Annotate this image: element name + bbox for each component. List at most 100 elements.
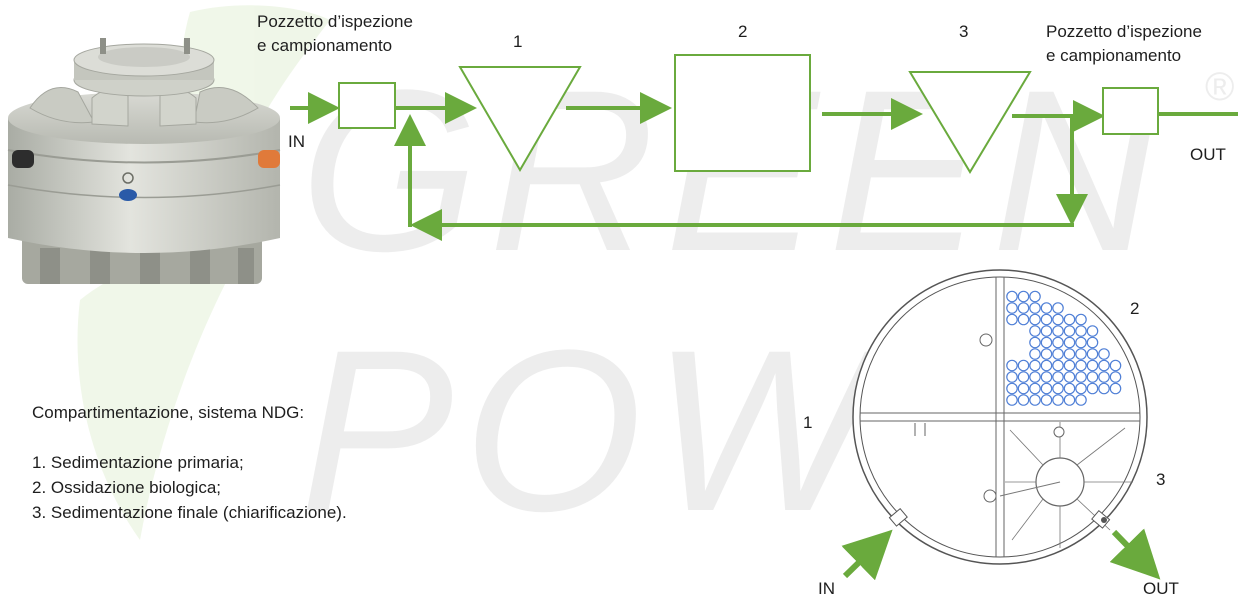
media-carrier — [1029, 325, 1041, 337]
inspection-box-out — [1102, 87, 1159, 135]
media-carrier — [1040, 313, 1053, 326]
media-carrier — [1029, 394, 1041, 406]
tank-plan-label-1: 1 — [803, 413, 812, 432]
media-carrier — [1029, 290, 1041, 303]
media-carrier — [1017, 290, 1030, 303]
media-carrier — [1109, 359, 1122, 372]
media-carrier — [1098, 382, 1110, 395]
media-carrier — [1040, 382, 1053, 395]
media-carrier — [1029, 313, 1041, 326]
media-carrier — [1109, 371, 1122, 383]
inspection-box-in — [338, 82, 396, 129]
media-carrier — [1086, 359, 1099, 372]
media-carrier — [1029, 336, 1041, 349]
media-carrier — [1075, 325, 1087, 337]
tank-plan-media — [1006, 290, 1122, 406]
media-carrier — [1086, 371, 1099, 383]
tank-body — [8, 118, 280, 253]
media-carrier — [1006, 359, 1018, 372]
media-carrier — [1052, 382, 1064, 395]
media-carrier — [1063, 325, 1076, 337]
tank-plan-label-3: 3 — [1156, 470, 1165, 489]
description-item-2: 2. Ossidazione biologica; — [32, 478, 222, 497]
media-carrier — [1075, 394, 1087, 406]
media-carrier — [1040, 348, 1053, 360]
flow-in-label: IN — [288, 132, 305, 151]
flow-diagram — [290, 54, 1238, 241]
media-carrier — [1006, 302, 1018, 314]
stage3-settler — [908, 71, 1032, 174]
media-carrier — [1098, 359, 1110, 372]
flow-stage1-label: 1 — [513, 32, 522, 51]
tank-image — [7, 38, 281, 284]
flow-stage3-label: 3 — [959, 22, 968, 41]
media-carrier — [1052, 359, 1064, 372]
media-carrier — [1075, 359, 1087, 372]
media-carrier — [1052, 325, 1064, 337]
media-carrier — [1075, 336, 1087, 349]
tank-plan — [841, 269, 1161, 581]
media-carrier — [1086, 382, 1099, 395]
media-carrier — [1040, 394, 1053, 406]
media-carrier — [1052, 371, 1064, 383]
tank-inlet-pipe — [12, 150, 34, 168]
media-carrier — [1086, 336, 1099, 349]
media-carrier — [1040, 336, 1053, 349]
inspection-label-out-line2: e campionamento — [1046, 46, 1182, 65]
media-carrier — [1006, 394, 1018, 406]
tank-plan-label-2: 2 — [1130, 299, 1139, 318]
media-carrier — [1006, 382, 1018, 395]
inspection-label-in: Pozzetto d’ispezione e campionamento — [257, 10, 413, 58]
description-block: Compartimentazione, sistema NDG: 1. Sedi… — [32, 400, 347, 525]
watermark-text-power: POW — [300, 302, 888, 559]
inspection-label-in-line2: e campionamento — [257, 36, 393, 55]
media-carrier — [1029, 359, 1041, 372]
tank-plan-inner — [859, 276, 1141, 558]
media-carrier — [1052, 348, 1064, 360]
media-carrier — [1098, 348, 1110, 360]
media-carrier — [1052, 313, 1064, 326]
tank-plan-outlet — [1091, 509, 1111, 529]
media-carrier — [1017, 394, 1030, 406]
media-carrier — [1086, 325, 1099, 337]
stage2-reactor — [674, 54, 811, 172]
media-carrier — [1063, 371, 1076, 383]
media-carrier — [1029, 371, 1041, 383]
media-carrier — [1086, 348, 1099, 360]
media-carrier — [1052, 302, 1064, 314]
media-carrier — [1006, 313, 1018, 326]
tank-outlet-pipe — [258, 150, 280, 168]
media-carrier — [1063, 394, 1076, 406]
inspection-label-out: Pozzetto d’ispezione e campionamento — [1046, 20, 1238, 68]
media-carrier — [1063, 359, 1076, 372]
media-carrier — [1006, 371, 1018, 383]
tank-badge — [119, 189, 137, 201]
media-carrier — [1063, 382, 1076, 395]
media-carrier — [1029, 382, 1041, 395]
media-carrier — [1063, 313, 1076, 326]
media-carrier — [1063, 336, 1076, 349]
media-carrier — [1052, 394, 1064, 406]
description-heading: Compartimentazione, sistema NDG: — [32, 403, 305, 422]
media-carrier — [1017, 382, 1030, 395]
media-carrier — [1075, 313, 1087, 326]
inspection-label-out-line1: Pozzetto d’ispezione — [1046, 22, 1202, 41]
media-carrier — [1063, 348, 1076, 360]
watermark-leaf-bottom — [77, 258, 235, 540]
media-carrier — [1040, 371, 1053, 383]
inspection-label-in-line1: Pozzetto d’ispezione — [257, 12, 413, 31]
tank-plan-inlet — [888, 507, 908, 527]
media-carrier — [1040, 325, 1053, 337]
watermark-registered-mark: ® — [1205, 65, 1234, 109]
description-item-1: 1. Sedimentazione primaria; — [32, 453, 244, 472]
media-carrier — [1029, 348, 1041, 360]
media-carrier — [1109, 382, 1122, 395]
media-carrier — [1098, 371, 1110, 383]
media-carrier — [1052, 336, 1064, 349]
media-carrier — [1075, 348, 1087, 360]
media-carrier — [1017, 371, 1030, 383]
media-carrier — [1029, 302, 1041, 314]
flow-out-label: OUT — [1190, 145, 1226, 164]
flow-stage2-label: 2 — [738, 22, 747, 41]
tank-plan-out-label: OUT — [1143, 579, 1179, 596]
